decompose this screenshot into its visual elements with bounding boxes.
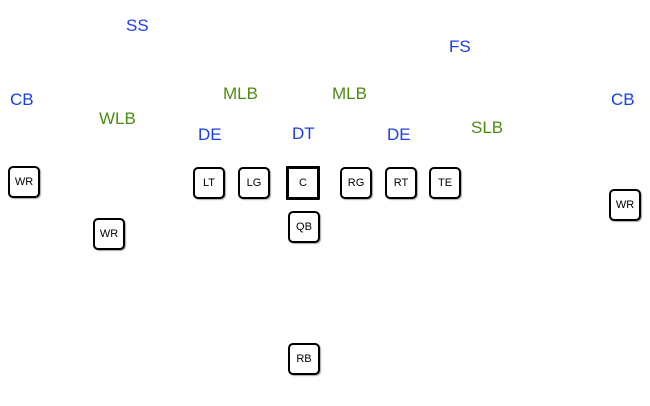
- defender-de-left: DE: [198, 125, 222, 144]
- offense-wr-right: WR: [609, 189, 641, 221]
- offense-c: C: [286, 166, 320, 200]
- defender-mlb-left: MLB: [223, 84, 258, 103]
- offense-lt: LT: [193, 167, 225, 199]
- defender-ss: SS: [126, 16, 149, 35]
- defender-slb: SLB: [471, 118, 504, 137]
- offense-qb: QB: [288, 211, 320, 243]
- defender-de-right: DE: [387, 125, 411, 144]
- offense-wr-left: WR: [8, 166, 40, 198]
- offense-rg: RG: [340, 167, 372, 199]
- defender-cb-left: CB: [10, 90, 34, 109]
- defender-dt: DT: [292, 124, 315, 143]
- offense-rb: RB: [288, 343, 320, 375]
- offense-rt: RT: [385, 167, 417, 199]
- defender-mlb-right: MLB: [332, 84, 367, 103]
- offense-lg: LG: [238, 167, 270, 199]
- defender-fs: FS: [449, 37, 471, 56]
- defender-wlb: WLB: [99, 109, 136, 128]
- offense-wr-slot: WR: [93, 218, 125, 250]
- defender-cb-right: CB: [611, 90, 635, 109]
- offense-te: TE: [429, 167, 461, 199]
